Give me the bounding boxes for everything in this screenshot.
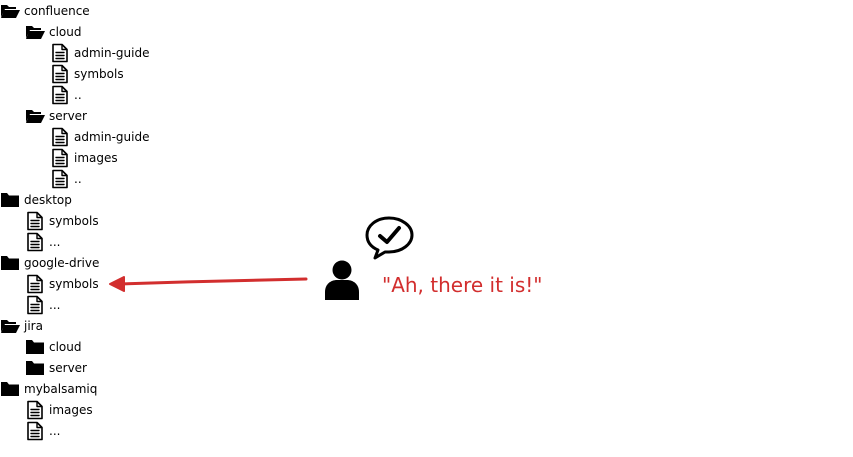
quote-text: "Ah, there it is!" bbox=[382, 273, 543, 297]
tree-item-label: symbols bbox=[74, 67, 124, 81]
file-icon bbox=[50, 85, 70, 105]
tree-item-label: symbols bbox=[49, 214, 99, 228]
tree-item-label: images bbox=[74, 151, 118, 165]
tree-item-label: jira bbox=[24, 319, 43, 333]
tree-item[interactable]: ... bbox=[25, 232, 60, 252]
file-icon bbox=[25, 232, 45, 252]
tree-item[interactable]: symbols bbox=[50, 64, 124, 84]
tree-item[interactable]: server bbox=[25, 106, 87, 126]
tree-item-label: ... bbox=[49, 424, 61, 438]
tree-item-label: cloud bbox=[49, 25, 82, 39]
tree-item-label: .. bbox=[74, 172, 82, 186]
folder-open-icon bbox=[0, 1, 20, 21]
tree-item-label: symbols bbox=[49, 277, 99, 291]
tree-item-label: mybalsamiq bbox=[24, 382, 98, 396]
file-tree: confluence cloud admin-guide symbols.. serve… bbox=[0, 0, 260, 453]
file-icon bbox=[25, 421, 45, 441]
tree-item[interactable]: symbols bbox=[25, 211, 99, 231]
tree-item-label: images bbox=[49, 403, 93, 417]
folder-closed-icon bbox=[25, 358, 45, 378]
speech-bubble-check-icon bbox=[365, 216, 414, 260]
tree-item[interactable]: confluence bbox=[0, 1, 90, 21]
tree-item[interactable]: mybalsamiq bbox=[0, 379, 97, 399]
tree-item-label: cloud bbox=[49, 340, 82, 354]
folder-open-icon bbox=[25, 22, 45, 42]
tree-item[interactable]: images bbox=[25, 400, 93, 420]
tree-item-label: server bbox=[49, 361, 87, 375]
tree-item[interactable]: admin-guide bbox=[50, 127, 150, 147]
tree-item[interactable]: .. bbox=[50, 85, 82, 105]
tree-item[interactable]: cloud bbox=[25, 337, 82, 357]
tree-item[interactable]: google-drive bbox=[0, 253, 99, 273]
tree-item-label: server bbox=[49, 109, 87, 123]
file-icon bbox=[50, 127, 70, 147]
file-icon bbox=[50, 169, 70, 189]
tree-item[interactable]: desktop bbox=[0, 190, 72, 210]
file-icon bbox=[50, 43, 70, 63]
tree-item-label: ... bbox=[49, 235, 61, 249]
tree-item-label: ... bbox=[49, 298, 61, 312]
user-icon bbox=[325, 260, 359, 300]
tree-item[interactable]: images bbox=[50, 148, 118, 168]
folder-closed-icon bbox=[25, 337, 45, 357]
folder-open-icon bbox=[0, 316, 20, 336]
tree-item-label: admin-guide bbox=[74, 46, 150, 60]
tree-item[interactable]: ... bbox=[25, 295, 60, 315]
folder-closed-icon bbox=[0, 253, 20, 273]
tree-item-label: admin-guide bbox=[74, 130, 150, 144]
file-icon bbox=[50, 64, 70, 84]
file-icon bbox=[25, 211, 45, 231]
tree-item-label: confluence bbox=[24, 4, 90, 18]
tree-item-label: desktop bbox=[24, 193, 72, 207]
tree-item-label: google-drive bbox=[24, 256, 100, 270]
tree-item[interactable]: jira bbox=[0, 316, 43, 336]
folder-open-icon bbox=[25, 106, 45, 126]
tree-item[interactable]: ... bbox=[25, 421, 60, 441]
file-icon bbox=[50, 148, 70, 168]
tree-item-label: .. bbox=[74, 88, 82, 102]
file-icon bbox=[25, 274, 45, 294]
tree-item[interactable]: symbols bbox=[25, 274, 99, 294]
tree-item[interactable]: cloud bbox=[25, 22, 82, 42]
folder-closed-icon bbox=[0, 379, 20, 399]
tree-item[interactable]: .. bbox=[50, 169, 82, 189]
file-icon bbox=[25, 295, 45, 315]
folder-closed-icon bbox=[0, 190, 20, 210]
tree-item[interactable]: server bbox=[25, 358, 87, 378]
tree-item[interactable]: admin-guide bbox=[50, 43, 150, 63]
file-icon bbox=[25, 400, 45, 420]
